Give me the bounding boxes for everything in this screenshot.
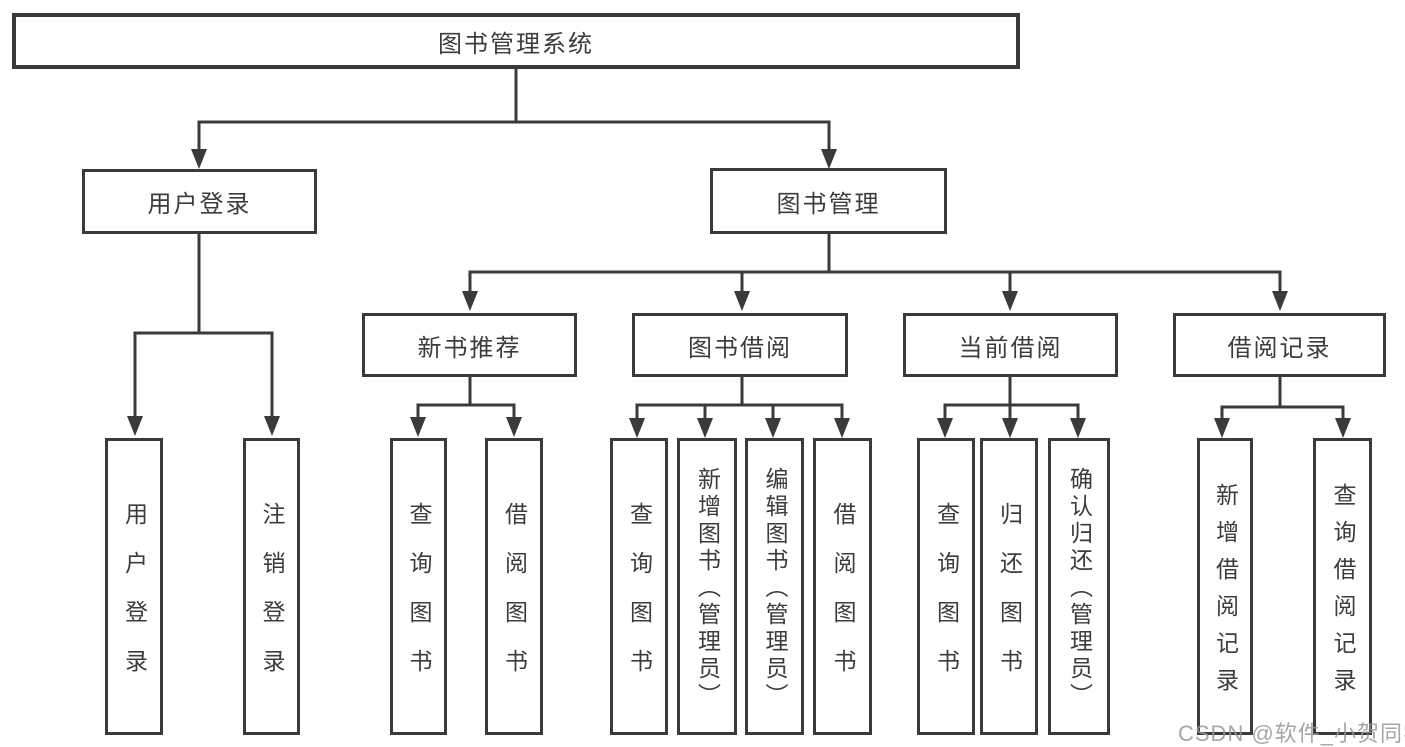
node-label: 图书管理系统 — [438, 30, 594, 58]
node-label: 图书管理 — [776, 190, 881, 218]
leaf-return-books: 归还图书 — [980, 438, 1038, 735]
leaf-user-login: 用户登录 — [105, 438, 163, 735]
csdn-watermark: CSDN @软件_小贺同学 — [1178, 721, 1405, 746]
leaf-query-books: 查询图书 — [610, 438, 668, 735]
node-label: 用户登录 — [147, 191, 252, 218]
leaf-label: 查询借阅记录 — [1330, 482, 1356, 705]
node-borrowing-records: 借阅记录 — [1173, 313, 1386, 377]
node-book-management: 图书管理 — [710, 168, 947, 234]
node-current-borrowing: 当前借阅 — [903, 313, 1118, 377]
leaf-label: 归还图书 — [996, 501, 1023, 698]
node-label: 新书推荐 — [417, 334, 522, 362]
leaf-label: 注销登录 — [259, 501, 285, 698]
leaf-label: 查询图书 — [626, 501, 653, 698]
node-label: 当前借阅 — [958, 334, 1063, 362]
leaf-add-borrow-record: 新增借阅记录 — [1197, 438, 1253, 735]
leaf-label: 编辑图书（管理员） — [762, 467, 788, 710]
leaf-borrow-books: 借阅图书 — [813, 438, 872, 735]
node-user-login: 用户登录 — [82, 169, 317, 234]
leaf-label: 查询图书 — [933, 501, 960, 698]
leaf-label: 查询图书 — [406, 501, 432, 698]
leaf-label: 新增借阅记录 — [1212, 482, 1239, 705]
leaf-confirm-return-admin: 确认归还（管理员） — [1048, 438, 1110, 735]
leaf-label: 用户登录 — [121, 501, 148, 698]
leaf-label: 借阅图书 — [830, 501, 856, 698]
leaf-add-books-admin: 新增图书（管理员） — [677, 438, 737, 735]
leaf-borrow-books: 借阅图书 — [485, 438, 543, 735]
leaf-query-books: 查询图书 — [390, 438, 447, 735]
leaf-label: 新增图书（管理员） — [694, 467, 721, 710]
node-book-borrowing: 图书借阅 — [632, 313, 848, 377]
node-new-book-recommend: 新书推荐 — [362, 313, 577, 377]
leaf-query-borrow-record: 查询借阅记录 — [1313, 438, 1372, 735]
leaf-label: 借阅图书 — [501, 501, 528, 698]
node-label: 图书借阅 — [688, 334, 792, 362]
leaf-query-books: 查询图书 — [917, 438, 975, 735]
leaf-label: 确认归还（管理员） — [1066, 467, 1093, 710]
leaf-edit-books-admin: 编辑图书（管理员） — [745, 438, 804, 735]
node-system-root: 图书管理系统 — [12, 13, 1020, 69]
node-label: 借阅记录 — [1227, 334, 1332, 362]
leaf-logout: 注销登录 — [243, 438, 300, 735]
